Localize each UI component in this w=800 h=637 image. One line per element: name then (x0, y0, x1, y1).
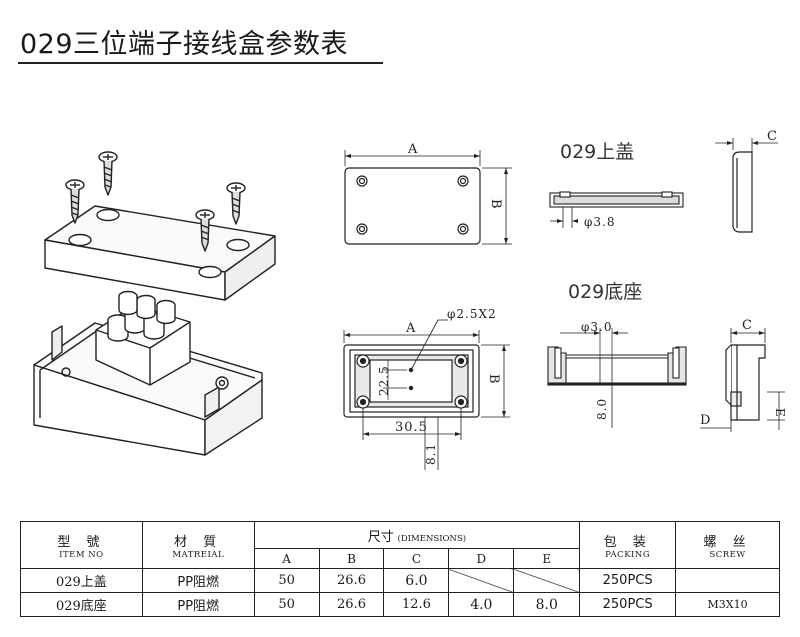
dim-col-a: A (253, 548, 320, 569)
terminal-block-drawing (95, 290, 191, 386)
spacing-x-label: 30.5 (395, 420, 428, 435)
offset-label: 8.1 (424, 443, 438, 465)
cell-e-empty (513, 568, 581, 593)
cover-dim-c-label: C (767, 129, 777, 144)
base-mount-holes (356, 354, 468, 409)
hole-pattern-label: φ2.5X2 (447, 307, 497, 321)
screws-drawing (65, 151, 246, 252)
cell-item: 029底座 (20, 592, 143, 617)
cover-dim-b-label: B (488, 199, 503, 209)
cell-item: 029上盖 (20, 568, 143, 593)
cell-e: 8.0 (513, 592, 581, 617)
base-dim-d-label: D (700, 413, 710, 428)
header-material: 材 質 MATREIAL (141, 521, 255, 569)
cell-b: 26.6 (318, 568, 385, 593)
spacing-y-label: 22.5 (377, 365, 391, 396)
table-subheader-row: A B C D E (21, 548, 780, 569)
cell-packing: 250PCS (579, 568, 677, 593)
base-dim-a-label: A (405, 321, 416, 336)
table-row: 029底座 PP阻燃 50 26.6 12.6 4.0 8.0 250PCS M… (20, 592, 780, 617)
header-item: 型 號 ITEM NO (20, 521, 143, 569)
cover-mount-holes (356, 175, 469, 235)
cell-screw (675, 568, 780, 593)
title-underline (18, 62, 383, 64)
header-screw: 螺 丝 SCREW (675, 521, 780, 569)
depth-label: 8.0 (595, 398, 609, 420)
header-dimensions: 尺寸 (DIMENSIONS) (253, 521, 581, 549)
cell-material: PP阻燃 (141, 592, 255, 617)
dim-col-d: D (448, 548, 515, 569)
base-hole-label: φ3.0 (581, 320, 613, 334)
table-row: 029上盖 PP阻燃 50 26.6 6.0 250PCS (20, 568, 780, 593)
dim-col-b: B (318, 548, 385, 569)
table-header-row: 型 號 ITEM NO 材 質 MATREIAL 尺寸 (DIMENSIONS)… (20, 521, 780, 569)
page-title: 029三位端子接线盒参数表 (20, 29, 349, 60)
dim-col-c: C (383, 548, 450, 569)
cell-d: 4.0 (448, 592, 515, 617)
header-packing: 包 装 PACKING (579, 521, 677, 569)
cell-c: 12.6 (383, 592, 450, 617)
cover-dim-a-label: A (407, 142, 418, 157)
top-cover-label: 029上盖 (560, 141, 635, 163)
cell-d-empty (448, 568, 515, 593)
lid-drawing (44, 205, 276, 301)
base-label: 029底座 (568, 281, 643, 303)
cell-a: 50 (253, 568, 320, 593)
spec-table: 型 號 ITEM NO 材 質 MATREIAL 尺寸 (DIMENSIONS)… (20, 521, 780, 617)
base-dim-e-label: E (773, 408, 787, 417)
cover-hole-label: φ3.8 (584, 215, 616, 229)
base-dim-c-label: C (742, 318, 752, 333)
cell-b: 26.6 (318, 592, 385, 617)
dim-col-e: E (513, 548, 581, 569)
base-box-drawing (33, 322, 263, 456)
cell-packing: 250PCS (579, 592, 677, 617)
cell-c: 6.0 (383, 568, 450, 593)
cell-a: 50 (253, 592, 320, 617)
cell-material: PP阻燃 (141, 568, 255, 593)
cell-screw: M3X10 (675, 592, 780, 617)
base-dim-b-label: B (486, 374, 501, 384)
